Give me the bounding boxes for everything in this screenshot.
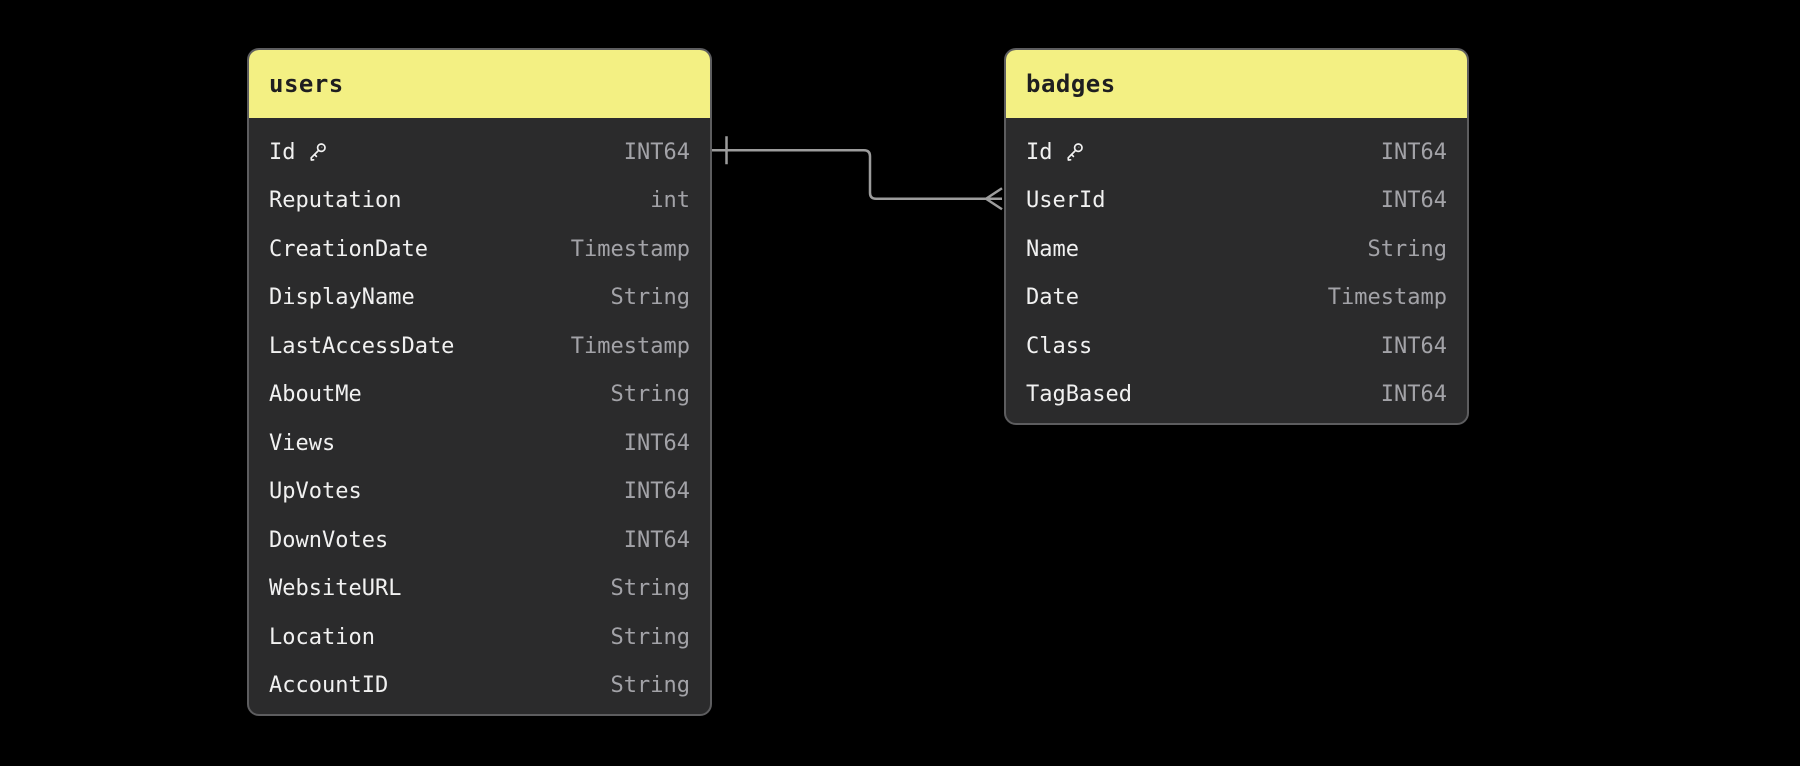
table-title: badges (1026, 70, 1116, 98)
field-type: INT64 (1380, 188, 1447, 214)
table-row-badges-TagBased[interactable]: TagBased INT64 (1006, 371, 1467, 420)
field-name: WebsiteURL (269, 576, 402, 602)
field-type: INT64 (623, 479, 690, 505)
field-type: String (610, 382, 690, 408)
field-name: Reputation (269, 188, 402, 214)
field-name: UpVotes (269, 479, 362, 505)
field-type: String (610, 285, 690, 311)
field-type: String (610, 576, 690, 602)
field-name: Class (1026, 333, 1093, 359)
field-name: CreationDate (269, 236, 428, 262)
field-name: UserId (1026, 188, 1106, 214)
table-body: Id INT64 Reputation int CreationDate Tim… (249, 118, 710, 714)
table-users[interactable]: users Id INT64 Reputation int CreationDa… (247, 48, 712, 716)
table-row-users-Location[interactable]: Location String (249, 613, 710, 662)
field-type: Timestamp (570, 333, 690, 359)
relationship-line[interactable] (712, 149, 986, 200)
table-row-badges-Class[interactable]: Class INT64 (1006, 322, 1467, 371)
table-row-users-WebsiteURL[interactable]: WebsiteURL String (249, 565, 710, 614)
table-row-users-DisplayName[interactable]: DisplayName String (249, 274, 710, 323)
field-name: Id (1026, 139, 1053, 165)
field-name: AccountID (269, 673, 389, 699)
field-name: TagBased (1026, 382, 1132, 408)
table-row-users-Reputation[interactable]: Reputation int (249, 177, 710, 226)
field-type: INT64 (1380, 382, 1447, 408)
relationship-users-badges[interactable] (712, 136, 1003, 211)
primary-key-icon (309, 143, 326, 162)
table-row-users-Id[interactable]: Id INT64 (249, 128, 710, 177)
field-name: LastAccessDate (269, 333, 455, 359)
table-badges[interactable]: badges Id INT64 UserId INT64 Name String (1004, 48, 1469, 425)
field-type: INT64 (1380, 139, 1447, 165)
field-name: Name (1026, 236, 1079, 262)
field-name: DisplayName (269, 285, 415, 311)
table-row-users-UpVotes[interactable]: UpVotes INT64 (249, 468, 710, 517)
field-type: Timestamp (1327, 285, 1447, 311)
table-row-badges-Id[interactable]: Id INT64 (1006, 128, 1467, 177)
table-title: users (269, 70, 344, 98)
table-row-users-AccountID[interactable]: AccountID String (249, 662, 710, 711)
table-body: Id INT64 UserId INT64 Name String Date (1006, 118, 1467, 423)
table-header[interactable]: users (249, 50, 710, 118)
field-type: String (610, 624, 690, 650)
table-row-users-AboutMe[interactable]: AboutMe String (249, 371, 710, 420)
field-name: Views (269, 430, 336, 456)
field-name: Date (1026, 285, 1079, 311)
table-row-badges-Name[interactable]: Name String (1006, 225, 1467, 274)
table-row-users-CreationDate[interactable]: CreationDate Timestamp (249, 225, 710, 274)
field-type: INT64 (623, 139, 690, 165)
table-row-users-Views[interactable]: Views INT64 (249, 419, 710, 468)
field-name: Location (269, 624, 375, 650)
field-type: String (1367, 236, 1447, 262)
many-cardinality-marker (985, 187, 1003, 211)
primary-key-icon (1066, 143, 1083, 162)
field-name: AboutMe (269, 382, 362, 408)
table-row-users-LastAccessDate[interactable]: LastAccessDate Timestamp (249, 322, 710, 371)
table-header[interactable]: badges (1006, 50, 1467, 118)
field-type: INT64 (623, 430, 690, 456)
table-row-users-DownVotes[interactable]: DownVotes INT64 (249, 516, 710, 565)
table-row-badges-UserId[interactable]: UserId INT64 (1006, 177, 1467, 226)
table-row-badges-Date[interactable]: Date Timestamp (1006, 274, 1467, 323)
field-type: int (650, 188, 690, 214)
field-type: INT64 (623, 527, 690, 553)
field-type: Timestamp (570, 236, 690, 262)
field-type: INT64 (1380, 333, 1447, 359)
field-type: String (610, 673, 690, 699)
field-name: DownVotes (269, 527, 389, 553)
field-name: Id (269, 139, 296, 165)
